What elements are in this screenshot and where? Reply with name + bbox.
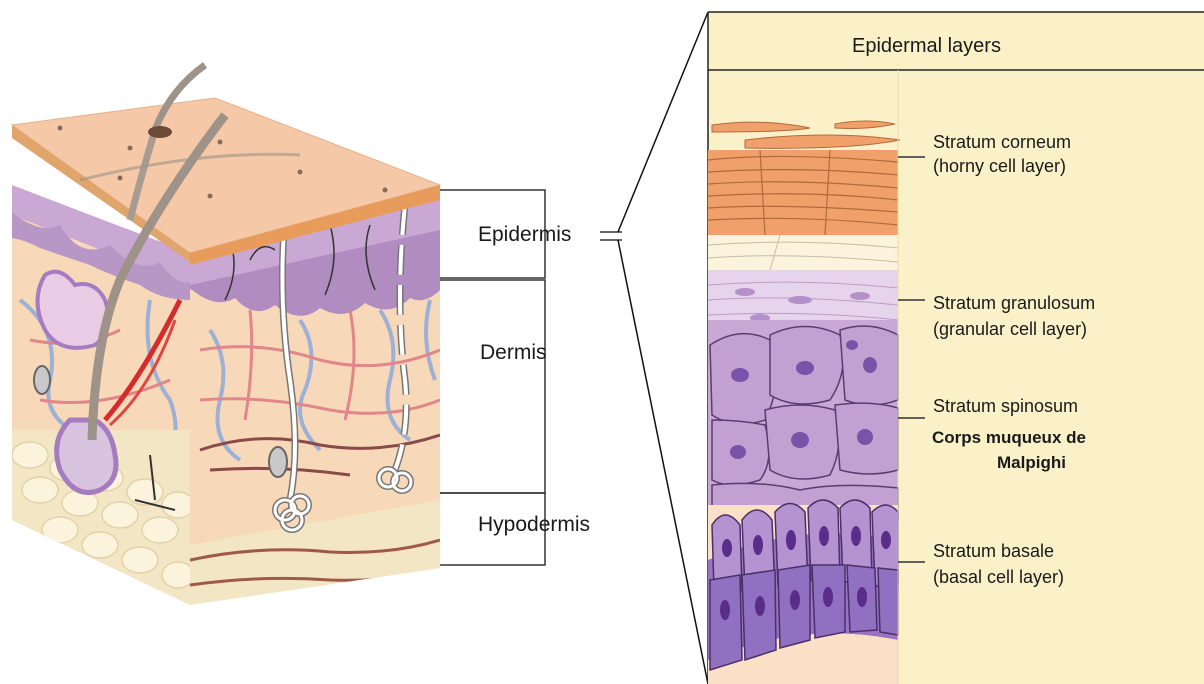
stratum-basale-region: [708, 500, 898, 684]
panel-title: Epidermal layers: [852, 34, 1001, 59]
layer-spinosum-note-2: Malpighi: [997, 452, 1066, 473]
label-dermis: Dermis: [480, 340, 547, 366]
stratum-granulosum-region: [708, 270, 898, 325]
label-epidermis: Epidermis: [478, 222, 571, 248]
skin-block: [0, 65, 445, 630]
layer-corneum-desc: (horny cell layer): [933, 155, 1066, 178]
layer-corneum-name: Stratum corneum: [933, 131, 1071, 154]
layer-basale-desc: (basal cell layer): [933, 566, 1064, 589]
layer-granulosum-name: Stratum granulosum: [933, 292, 1095, 315]
zoom-lines: [618, 12, 708, 684]
layer-granulosum-desc: (granular cell layer): [933, 318, 1087, 341]
stratum-spinosum-region: [708, 320, 898, 520]
layer-spinosum-note-1: Corps muqueux de: [932, 427, 1086, 448]
layer-basale-name: Stratum basale: [933, 540, 1054, 563]
label-hypodermis: Hypodermis: [478, 512, 590, 538]
layer-spinosum-name: Stratum spinosum: [933, 395, 1078, 418]
